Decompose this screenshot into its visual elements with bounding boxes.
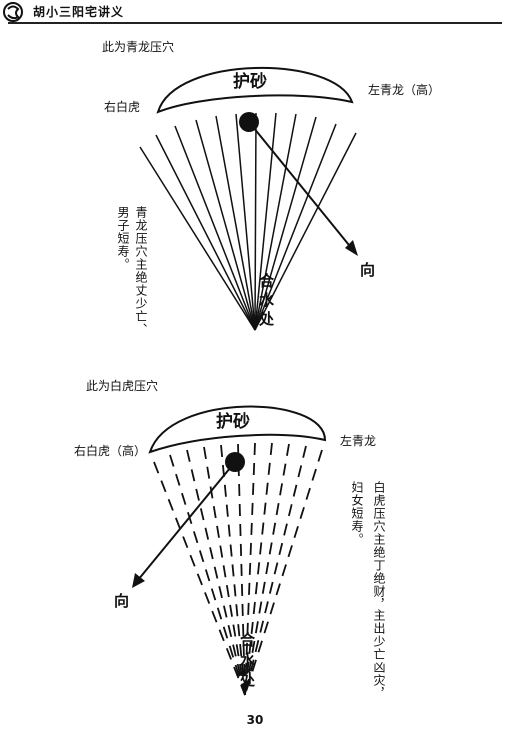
diagram1-fan-lines (139, 112, 357, 331)
diagram1-left-label: 右白虎 (104, 100, 141, 114)
diagram1-right-label: 左青龙（高） (368, 83, 441, 97)
diagram1-direction-arrow (248, 121, 354, 251)
header-title: 胡小三阳宅讲义 (33, 5, 125, 19)
diagram2-direction-arrow (137, 461, 236, 581)
diagram2-direction-label: 向 (114, 592, 130, 610)
diagram2-arrowhead-icon (132, 573, 145, 588)
header-divider (8, 22, 502, 24)
diagram2-note-col2: 主出少亡凶灾， (372, 609, 386, 700)
diagram2-protective-band (148, 405, 327, 454)
diagram1-protective-band (156, 66, 354, 114)
diagram1-band-label: 护砂 (233, 72, 267, 92)
diagram2-caption: 此为白虎压穴 (86, 379, 159, 393)
diagram2-dashed-fan-lines (153, 442, 323, 696)
diagram1-arrowhead-icon (345, 240, 358, 256)
diagram2-confluence-char-1: 合 (240, 631, 256, 649)
diagram2-band-label: 护砂 (216, 412, 250, 432)
diagram1-note-col1: 青龙压穴主绝丈少亡、 (134, 206, 148, 336)
page-number: 30 (246, 713, 264, 727)
diagram1-note-col2: 男子短寿。 (116, 206, 130, 271)
diagram2-note-col3: 妇女短寿。 (350, 481, 364, 546)
book-logo-icon (3, 2, 23, 22)
diagram2-left-label: 右白虎（高） (74, 444, 147, 458)
diagram1-figure (139, 66, 358, 331)
diagram1-confluence-char-2: 水 (259, 291, 275, 309)
running-header: 胡小三阳宅讲义 (0, 0, 510, 30)
diagram1-direction-label: 向 (360, 261, 376, 279)
diagram2-note-col1: 白虎压穴主绝丁绝财， (372, 481, 386, 611)
diagram2-confluence-char-3: 处 (240, 671, 256, 689)
diagram2-right-label: 左青龙 (340, 434, 377, 448)
diagram1-confluence-char-1: 合 (259, 272, 275, 290)
diagram1-confluence-char-3: 处 (259, 310, 275, 328)
diagram2-confluence-char-2: 水 (240, 651, 256, 669)
diagram2-figure (132, 405, 327, 696)
diagram1-caption: 此为青龙压穴 (102, 40, 175, 54)
